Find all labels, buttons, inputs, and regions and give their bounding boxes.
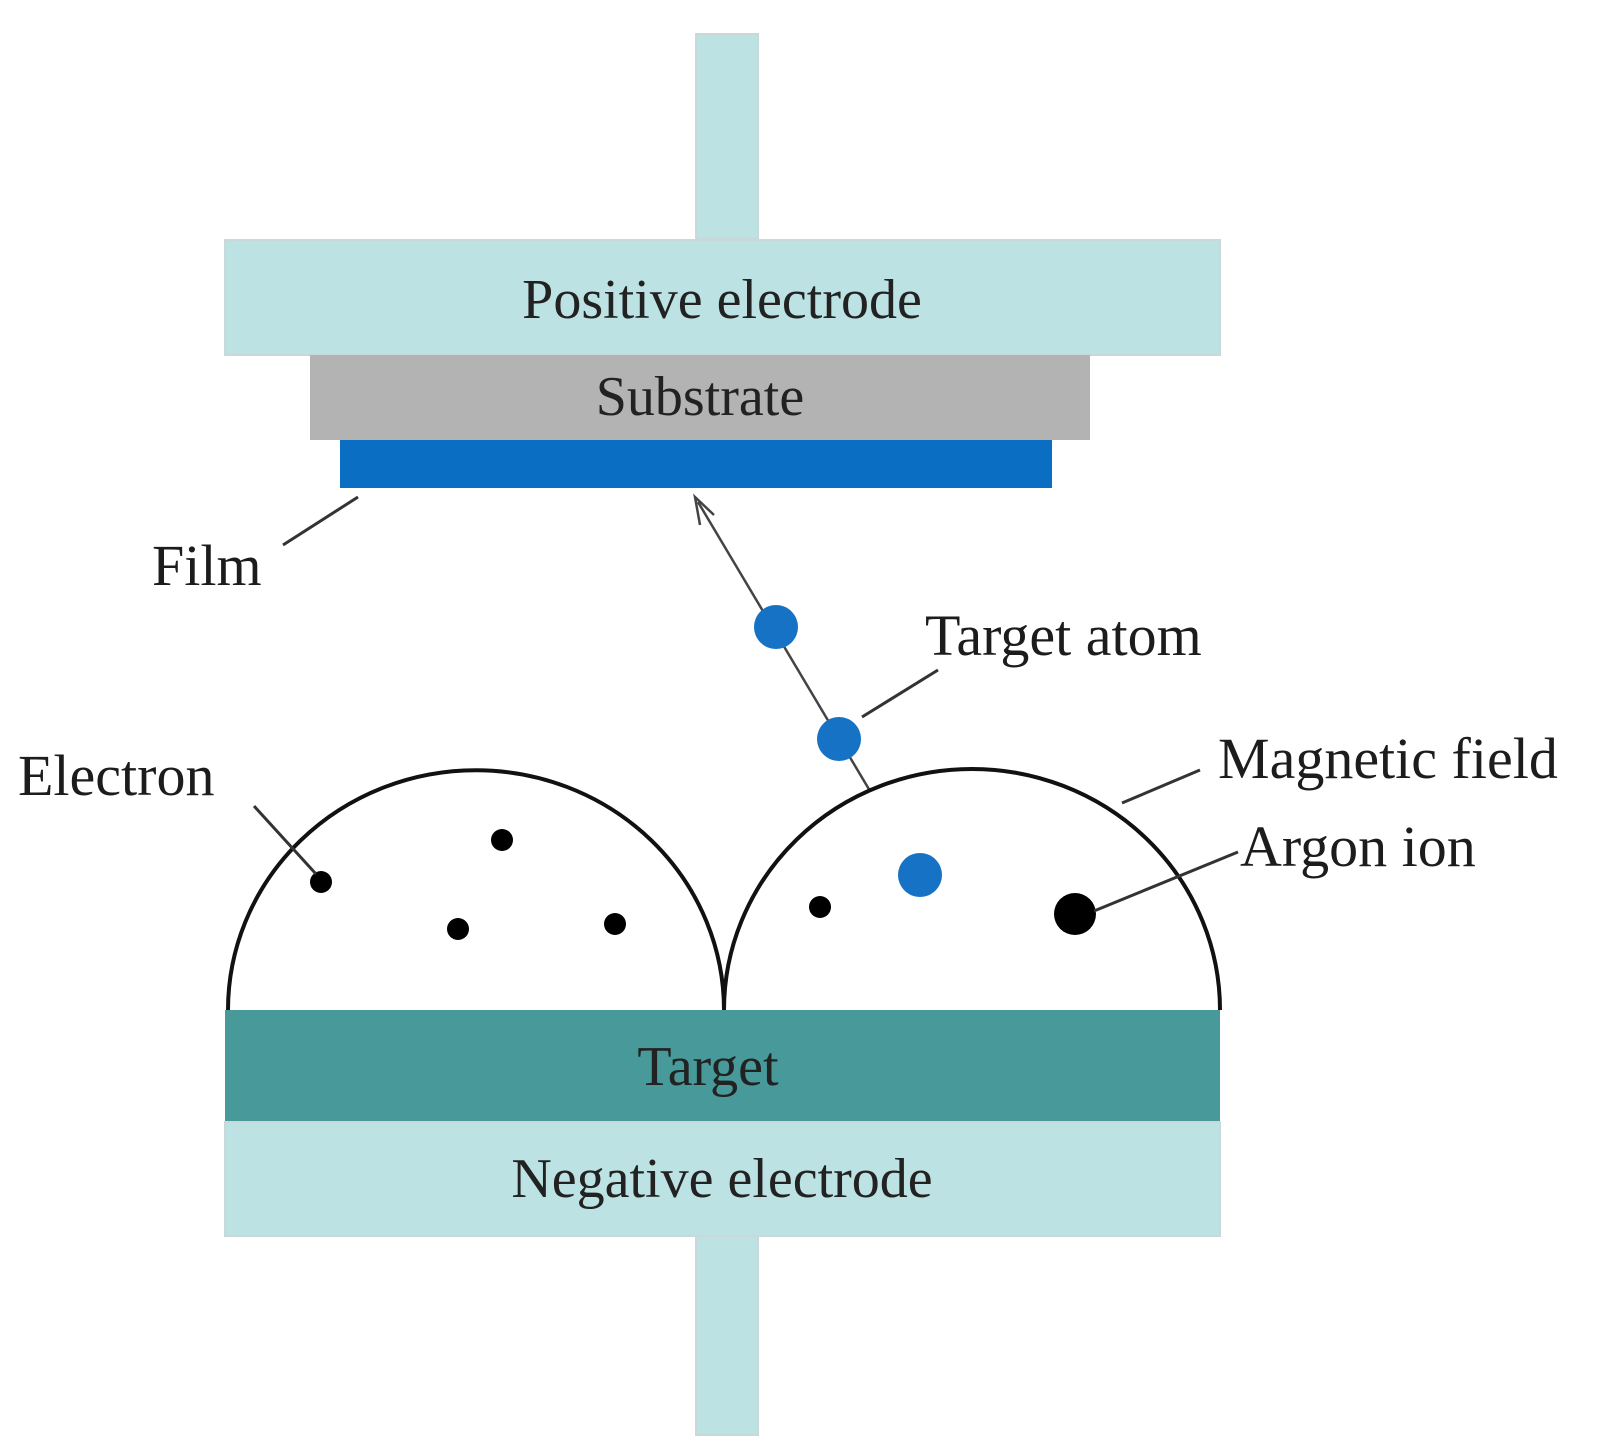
positive-electrode-label: Positive electrode	[522, 269, 922, 331]
electron-dot	[604, 913, 626, 935]
top-rod	[695, 33, 759, 239]
target-atom	[898, 853, 942, 897]
target-atom-leader	[861, 668, 939, 719]
electron-dot	[809, 896, 831, 918]
argon-ion-label: Argon ion	[1240, 814, 1476, 879]
argon-ion	[1054, 893, 1096, 935]
magnetic-field-leader	[1121, 768, 1201, 805]
target-atom-label: Target atom	[925, 603, 1202, 668]
electron-dot	[447, 918, 469, 940]
film-leader	[282, 495, 359, 547]
negative-electrode-label: Negative electrode	[511, 1148, 932, 1210]
negative-electrode	[224, 1121, 1221, 1237]
trajectory-arrowhead	[693, 493, 715, 526]
argon-ion-leader	[1093, 850, 1239, 913]
magnetic-field-label: Magnetic field	[1218, 726, 1558, 791]
target-label: Target	[637, 1036, 779, 1098]
electron-dot	[310, 871, 332, 893]
film	[340, 440, 1052, 488]
positive-electrode	[224, 239, 1221, 356]
electron-label: Electron	[18, 743, 214, 808]
target-atom	[754, 605, 798, 649]
electron-dot	[491, 829, 513, 851]
magnetic-field-left-arc	[226, 768, 726, 1011]
target-atom	[817, 717, 861, 761]
substrate-label: Substrate	[596, 366, 804, 428]
film-label: Film	[152, 533, 262, 598]
bottom-rod	[695, 1235, 759, 1436]
target	[225, 1010, 1220, 1122]
electron-leader	[252, 804, 318, 876]
magnetic-field-right-arc	[722, 767, 1222, 1011]
substrate	[310, 355, 1090, 440]
